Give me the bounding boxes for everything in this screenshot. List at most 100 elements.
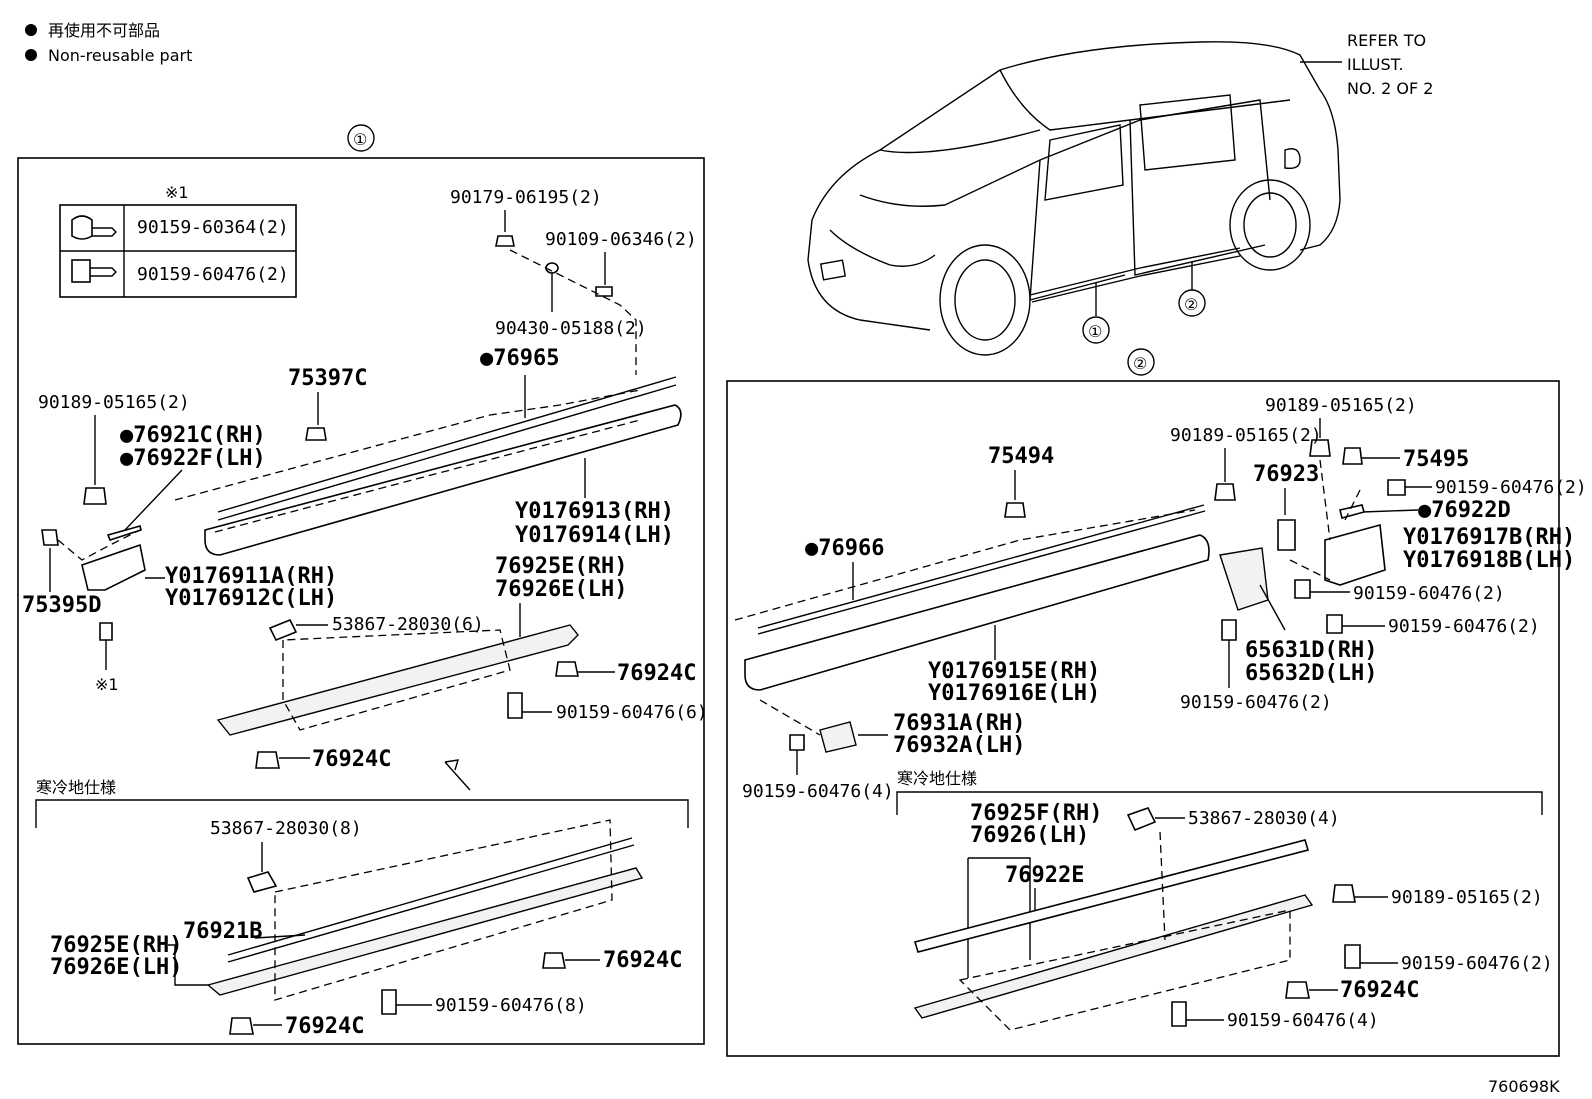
retainer-1: [216, 624, 579, 736]
label-76965: ●76965: [480, 346, 559, 371]
label-c76924c-b: 76924C: [285, 1014, 364, 1039]
table-row-2: 90159-60476(2): [137, 264, 289, 285]
car-marker-2: ②: [1184, 295, 1198, 314]
label-y912: Y0176912C(LH): [165, 586, 337, 611]
end-cap-icon: [81, 543, 146, 591]
bolt-icon: [381, 989, 397, 1015]
label-s2-y915: Y0176915E(RH): [928, 659, 1100, 684]
retainer-cold-2: [913, 894, 1314, 1019]
clip-nut-icon: [268, 618, 298, 642]
label-s2-c76924c: 76924C: [1340, 978, 1419, 1003]
rocker-moulding-2: [744, 534, 1210, 691]
bolt-icon: [1344, 944, 1361, 969]
clip-icon: [1309, 439, 1331, 457]
legend-en: Non-reusable part: [48, 46, 192, 65]
label-76924c-a: 76924C: [617, 661, 696, 686]
label-s2-90159c: 90159-60476(2): [1388, 616, 1540, 637]
nut-icon: [255, 751, 280, 769]
label-76925e: 76925E(RH): [495, 554, 627, 579]
clip-icon: [1214, 483, 1236, 501]
label-c90159: 90159-60476(8): [435, 995, 587, 1016]
clip-icon: [1342, 447, 1363, 465]
label-s2-76932: 76932A(LH): [893, 733, 1025, 758]
label-s2-c76922e: 76922E: [1005, 863, 1084, 888]
label-75397c: 75397C: [288, 366, 367, 391]
table-note: ※1: [165, 183, 189, 202]
label-s2-c90189: 90189-05165(2): [1391, 887, 1543, 908]
label-76922f: ●76922F(LH): [120, 446, 266, 471]
bolt-icon: [789, 734, 805, 751]
label-76926e: 76926E(LH): [495, 577, 627, 602]
label-76924c-b: 76924C: [312, 747, 391, 772]
end-cap-icon: [1324, 523, 1386, 586]
label-75395d: 75395D: [22, 593, 101, 618]
screw-icon: [71, 215, 117, 240]
label-s2-90159e: 90159-60476(4): [742, 781, 894, 802]
clip-icon: [41, 529, 59, 546]
label-s2-90159b: 90159-60476(2): [1353, 583, 1505, 604]
bolt-icon: [1326, 614, 1343, 634]
label-s2-76931: 76931A(RH): [893, 711, 1025, 736]
label-c76924c-a: 76924C: [603, 948, 682, 973]
nut-icon: [495, 235, 515, 247]
label-s2-y917: Y0176917B(RH): [1403, 525, 1575, 550]
nut-icon: [1285, 981, 1310, 999]
refer-line2: ILLUST.: [1347, 55, 1404, 74]
label-s2-90189a: 90189-05165(2): [1265, 395, 1417, 416]
label-s2-c76926: 76926(LH): [970, 823, 1089, 848]
section-1-frame: [17, 157, 705, 1045]
section-1: ① ※1 90159-60364(2) 90159-60476(2) 90179…: [17, 124, 708, 1045]
label-s2-75494: 75494: [988, 444, 1054, 469]
bracket-icon: [1277, 519, 1296, 551]
label-53867: 53867-28030(6): [332, 614, 484, 635]
label-76921c: ●76921C(RH): [120, 423, 266, 448]
bolt-icon: [595, 286, 613, 297]
label-c53867: 53867-28030(8): [210, 818, 362, 839]
refer-note: REFER TO ILLUST. NO. 2 OF 2: [1300, 31, 1433, 98]
refer-line3: NO. 2 OF 2: [1347, 79, 1433, 98]
label-y911: Y0176911A(RH): [165, 564, 337, 589]
clip-icon: [1332, 884, 1356, 903]
section-2-frame: [726, 380, 1560, 1057]
label-y913: Y0176913(RH): [515, 499, 674, 524]
label-90189: 90189-05165(2): [38, 392, 190, 413]
label-s2-c90159a: 90159-60476(2): [1401, 953, 1553, 974]
legend-jp: 再使用不可部品: [48, 21, 160, 40]
label-90109: 90109-06346(2): [545, 229, 697, 250]
bolt-icon: [1387, 479, 1406, 496]
bolt-icon: [1171, 1001, 1187, 1027]
label-c76925e: 76925E(RH): [50, 933, 182, 958]
label-s2-76966: ●76966: [805, 536, 884, 561]
label-s2-c90159b: 90159-60476(4): [1227, 1010, 1379, 1031]
bolt-icon: [99, 622, 113, 641]
bolt-icon: [507, 692, 523, 719]
label-s2-90159a: 90159-60476(2): [1435, 477, 1587, 498]
section-2-marker: ②: [1133, 354, 1147, 373]
clip-nut-icon: [1126, 807, 1157, 832]
retainer-cold-1: [206, 867, 644, 996]
label-c76926e: 76926E(LH): [50, 955, 182, 980]
cold-spec-1: 寒冷地仕様: [36, 778, 116, 797]
label-90179: 90179-06195(2): [450, 187, 602, 208]
moulding-cold-2: [913, 839, 1310, 953]
label-s2-c53867: 53867-28030(4): [1188, 808, 1340, 829]
label-s2-76923: 76923: [1253, 462, 1319, 487]
vehicle-illustration: ① ②: [807, 41, 1341, 356]
label-s2-76922d: ●76922D: [1418, 498, 1511, 523]
nut-icon: [229, 1017, 254, 1035]
label-90430: 90430-05188(2): [495, 318, 647, 339]
section-1-marker: ①: [353, 130, 367, 149]
nut-icon: [542, 952, 566, 969]
bracket-icon: [819, 721, 857, 753]
label-s2-65631: 65631D(RH): [1245, 638, 1377, 663]
non-reusable-dot-icon: [25, 24, 37, 36]
clip-icon: [305, 427, 327, 441]
bolt-icon: [1221, 619, 1237, 641]
front-arrow-icon: [444, 759, 471, 791]
legend: 再使用不可部品 Non-reusable part: [25, 21, 192, 65]
label-s2-y918: Y0176918B(LH): [1403, 548, 1575, 573]
label-s2-c76925f: 76925F(RH): [970, 801, 1102, 826]
label-c76921b: 76921B: [183, 919, 262, 944]
bolt-icon: [1294, 579, 1311, 599]
